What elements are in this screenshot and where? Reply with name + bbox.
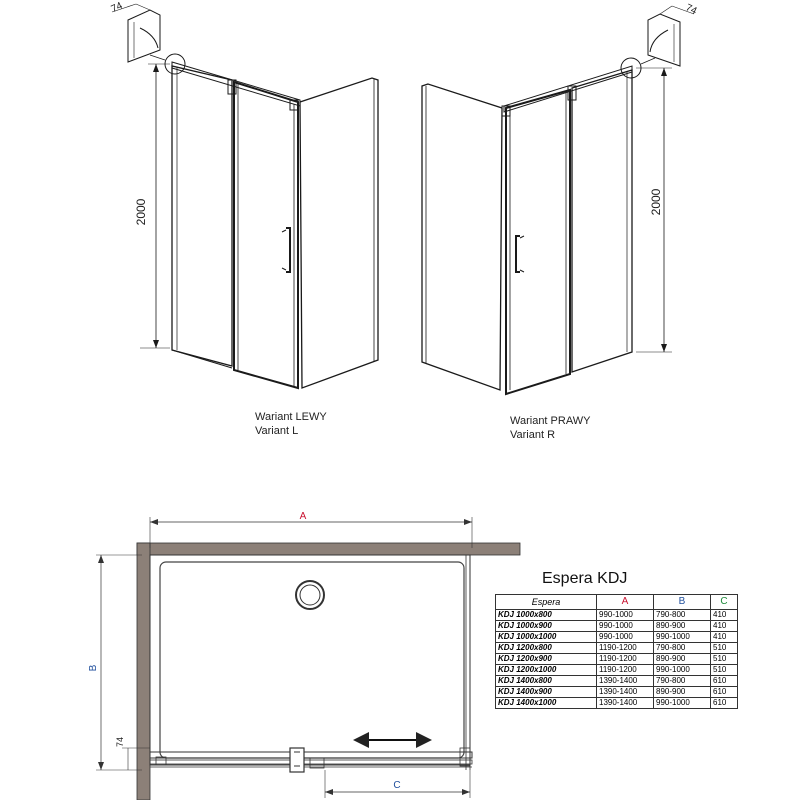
variant-left-name-en: Variant L [255,425,299,437]
variant-left-name-pl: Wariant LEWY [255,411,327,423]
cell-a: 990-1000 [596,620,654,632]
cell-model: KDJ 1000x1000 [495,631,597,643]
plan-view [96,517,521,800]
cell-c: 610 [710,675,738,687]
header-b: B [653,594,711,610]
drain [295,580,325,610]
back-wall [136,542,521,556]
header-a: A [596,594,654,610]
spec-table-title: Espera KDJ [542,570,628,587]
cell-model: KDJ 1000x900 [495,620,597,632]
door-handle [289,747,305,773]
cell-c: 410 [710,609,738,621]
right-detail-label: 74 [684,2,699,17]
variant-left-caption: Wariant LEWY Variant L [255,410,327,438]
variant-right-name-en: Variant R [510,429,556,441]
variant-left-drawing [111,3,379,390]
cell-model: KDJ 1400x900 [495,686,597,698]
cell-c: 410 [710,631,738,643]
variant-right-drawing [421,5,695,396]
cell-c: 610 [710,697,738,709]
cell-c: 510 [710,653,738,665]
cell-a: 1190-1200 [596,653,654,665]
left-height-label: 2000 [134,198,148,225]
cell-c: 610 [710,686,738,698]
cell-b: 790-800 [653,642,711,654]
cell-model: KDJ 1200x900 [495,653,597,665]
cell-b: 990-1000 [653,631,711,643]
cell-a: 990-1000 [596,609,654,621]
cell-model: KDJ 1000x800 [495,609,597,621]
dimension-a-label: A [300,511,307,522]
cell-a: 1390-1400 [596,675,654,687]
cell-b: 890-900 [653,686,711,698]
header-model: Espera [495,594,597,610]
cell-b: 890-900 [653,653,711,665]
left-detail-label: 74 [110,0,125,15]
spec-header-row: Espera A B C [495,594,738,610]
variant-right-name-pl: Wariant PRAWY [510,415,591,427]
cell-b: 790-800 [653,609,711,621]
dimension-c-label: C [393,780,400,791]
dimension-74-label: 74 [115,737,125,747]
cell-a: 1190-1200 [596,664,654,676]
cell-model: KDJ 1400x1000 [495,697,597,709]
variant-right-caption: Wariant PRAWY Variant R [510,414,590,442]
cell-a: 990-1000 [596,631,654,643]
cell-model: KDJ 1400x800 [495,675,597,687]
side-wall [136,542,151,800]
cell-b: 890-900 [653,620,711,632]
cell-b: 990-1000 [653,697,711,709]
cell-c: 510 [710,664,738,676]
cell-model: KDJ 1200x800 [495,642,597,654]
cell-a: 1190-1200 [596,642,654,654]
cell-a: 1390-1400 [596,697,654,709]
right-height-label: 2000 [649,188,663,215]
cell-b: 790-800 [653,675,711,687]
dimension-b-label: B [88,664,99,671]
cell-c: 510 [710,642,738,654]
header-c: C [710,594,738,610]
cell-b: 990-1000 [653,664,711,676]
cell-model: KDJ 1200x1000 [495,664,597,676]
cell-a: 1390-1400 [596,686,654,698]
cell-c: 410 [710,620,738,632]
